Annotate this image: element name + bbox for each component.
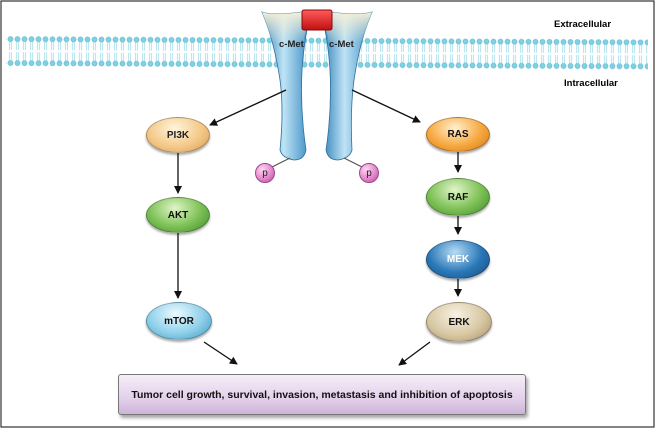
node-mek-label: MEK	[446, 254, 470, 265]
arrow-mtor-to-outcome	[203, 341, 238, 365]
node-pi3k: PI3K	[146, 117, 210, 153]
node-mtor-label: mTOR	[164, 315, 194, 327]
cmet-left-label: c-Met	[279, 39, 304, 50]
intracellular-label: Intracellular	[564, 78, 618, 89]
cmet-right-label: c-Met	[329, 39, 354, 50]
node-mek: MEK	[426, 240, 490, 279]
extracellular-label: Extracellular	[554, 19, 612, 30]
ligand-square	[301, 9, 333, 31]
node-akt: AKT	[146, 197, 210, 233]
arrow-erk-to-outcome	[398, 341, 431, 366]
phospho-left-circle: p	[255, 163, 275, 183]
receptor-cmet-right	[321, 11, 373, 169]
node-raf-label: RAF	[447, 191, 469, 203]
phospho-right-label: p	[366, 167, 372, 179]
node-mtor: mTOR	[146, 302, 212, 340]
node-ras: RAS	[426, 117, 490, 152]
node-akt-label: AKT	[167, 209, 189, 221]
node-erk-label: ERK	[448, 316, 470, 328]
arrow-receptor-to-ras	[351, 89, 421, 123]
phospho-left-label: p	[262, 167, 268, 179]
cell-membrane	[6, 36, 648, 70]
outcome-text: Tumor cell growth, survival, invasion, m…	[131, 388, 513, 401]
node-raf: RAF	[426, 178, 490, 216]
phospho-right-circle: p	[359, 163, 379, 183]
node-ras-label: RAS	[447, 129, 469, 140]
node-erk: ERK	[426, 302, 492, 342]
receptor-cmet-left	[261, 11, 311, 169]
arrow-receptor-to-pi3k	[209, 89, 287, 126]
node-pi3k-label: PI3K	[166, 129, 190, 141]
outcome-box: Tumor cell growth, survival, invasion, m…	[118, 374, 526, 415]
